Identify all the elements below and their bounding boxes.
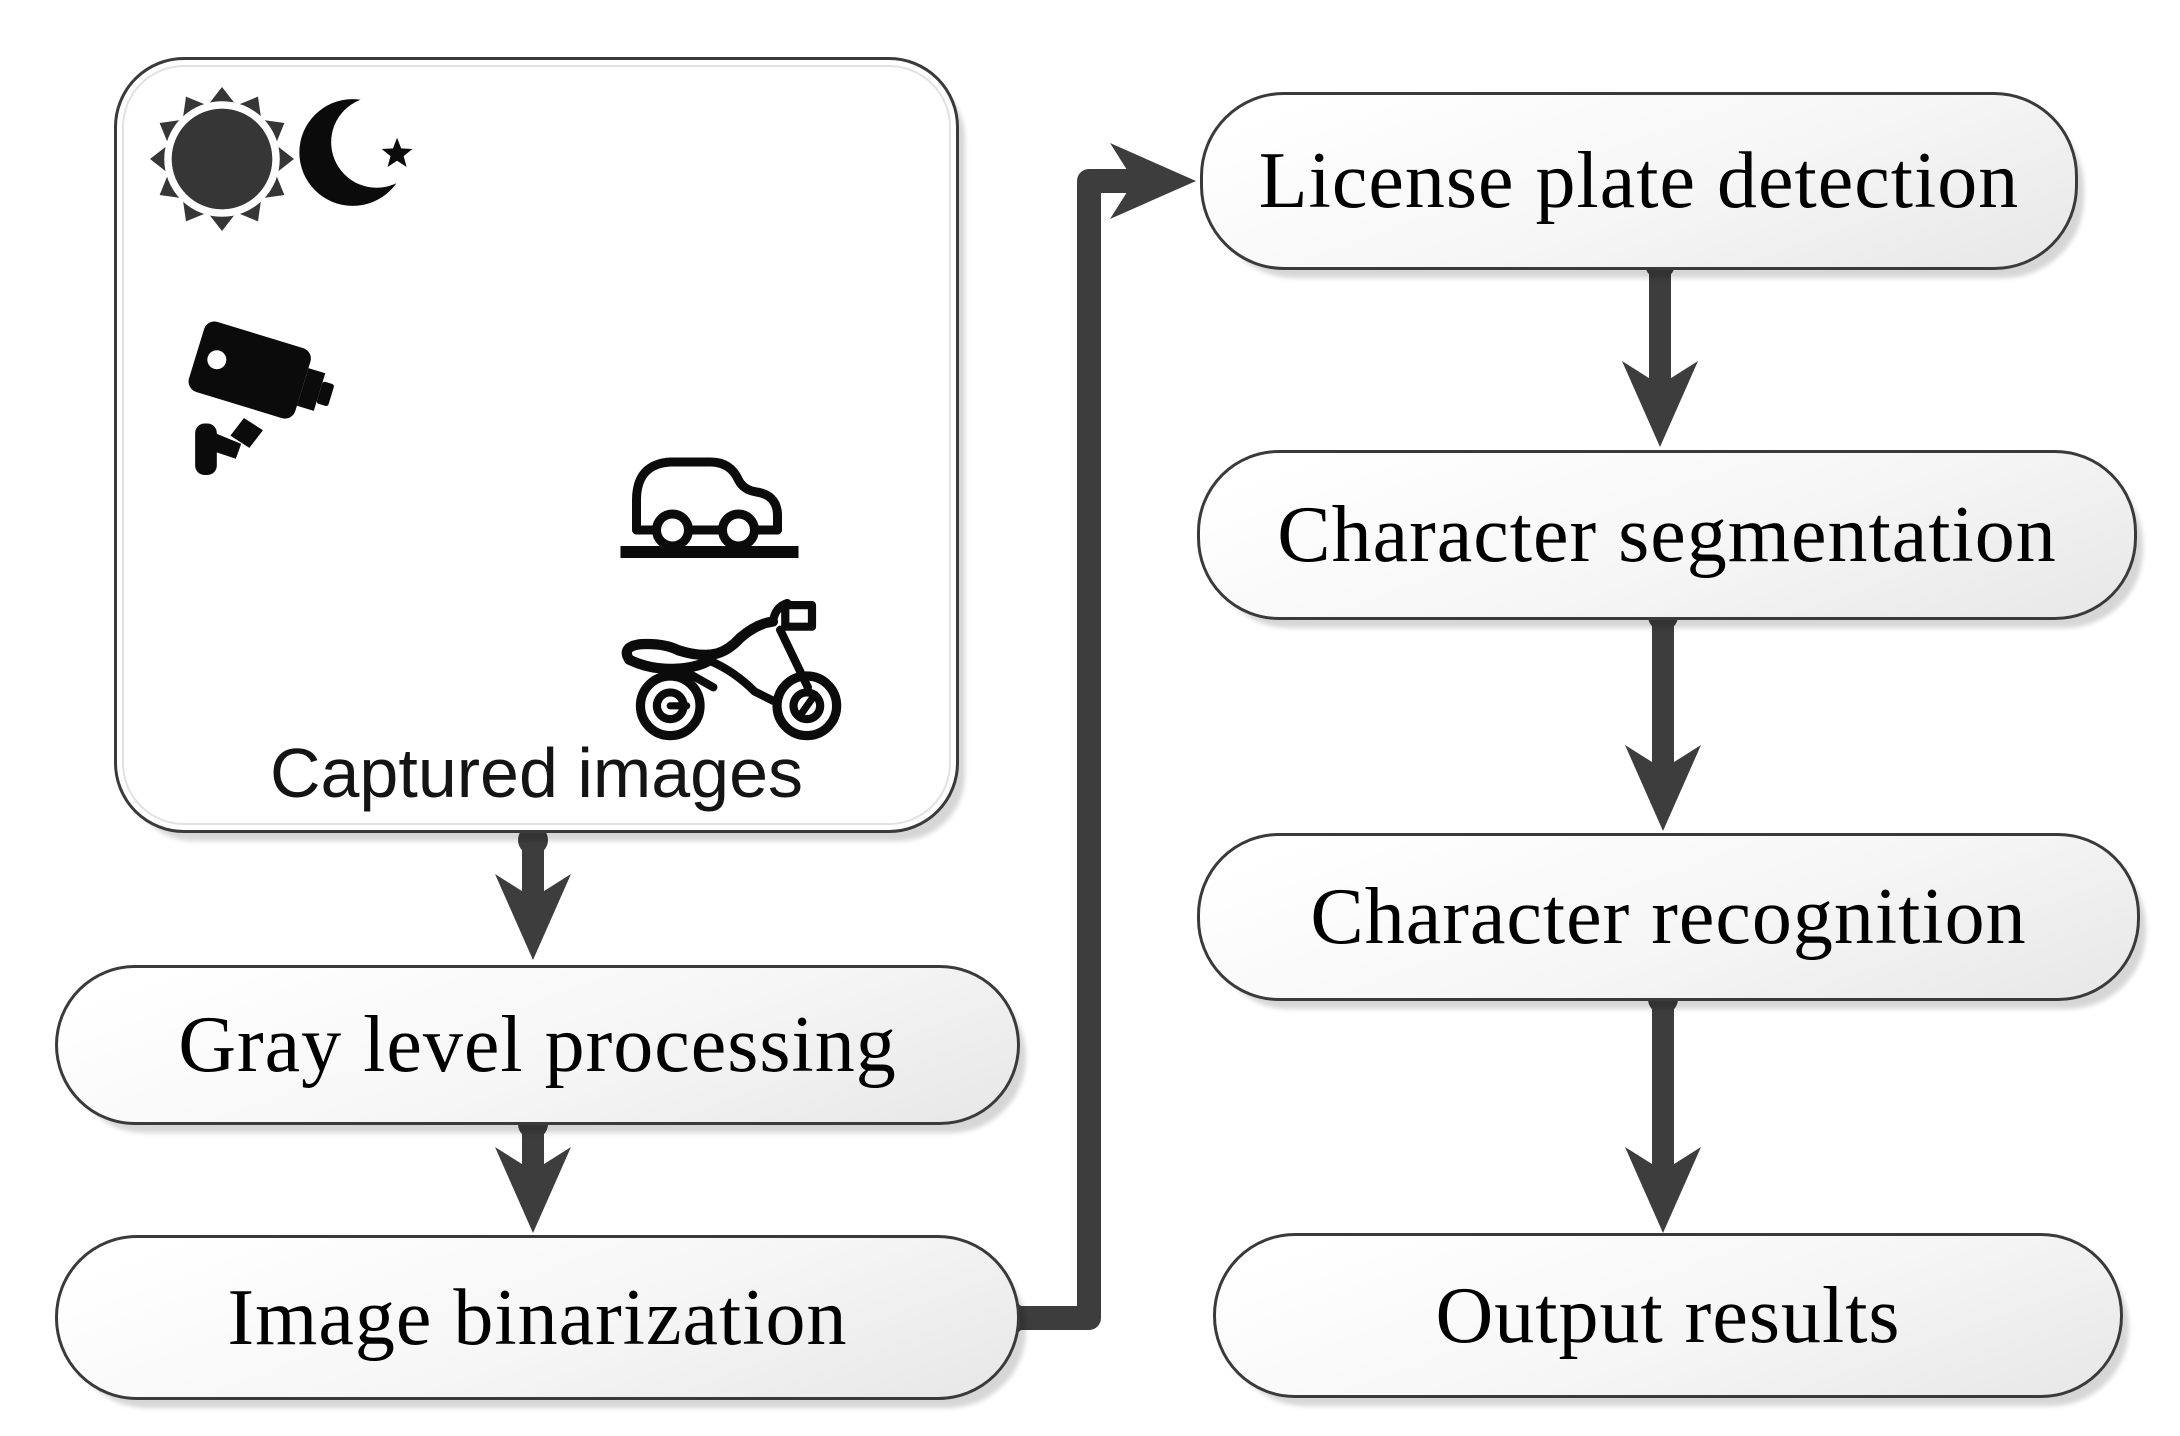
- arrow-captured-to-gray-level: [495, 825, 571, 960]
- output-results-label: Output results: [1435, 1271, 1901, 1360]
- character-segmentation-label: Character segmentation: [1277, 491, 2057, 579]
- arrow-binarization-to-plate-detection: [992, 143, 1196, 1335]
- node-character-segmentation: Character segmentation: [1197, 450, 2137, 620]
- cctv-camera-icon: [175, 315, 340, 475]
- car-icon: [612, 422, 807, 572]
- node-output-results: Output results: [1213, 1233, 2123, 1398]
- license-plate-detection-label: License plate detection: [1258, 137, 2020, 225]
- node-character-recognition: Character recognition: [1197, 833, 2140, 1001]
- crescent-moon-star-icon: [299, 90, 423, 215]
- arrow-plate-detection-to-segmentation: [1622, 249, 1698, 447]
- arrow-gray-level-to-binarization: [495, 1109, 571, 1233]
- character-recognition-label: Character recognition: [1310, 873, 2027, 961]
- arrow-segmentation-to-recognition: [1625, 601, 1701, 831]
- node-license-plate-detection: License plate detection: [1200, 92, 2078, 270]
- motorcycle-icon: [617, 562, 857, 752]
- arrow-recognition-to-output: [1625, 984, 1701, 1233]
- sun-icon: [147, 84, 297, 234]
- image-binarization-label: Image binarization: [227, 1273, 848, 1362]
- node-gray-level-processing: Gray level processing: [55, 965, 1020, 1125]
- gray-level-processing-label: Gray level processing: [178, 1001, 897, 1089]
- captured-images-label: Captured images: [269, 734, 804, 812]
- node-captured-images: Captured images: [114, 57, 959, 833]
- node-image-binarization: Image binarization: [55, 1235, 1020, 1400]
